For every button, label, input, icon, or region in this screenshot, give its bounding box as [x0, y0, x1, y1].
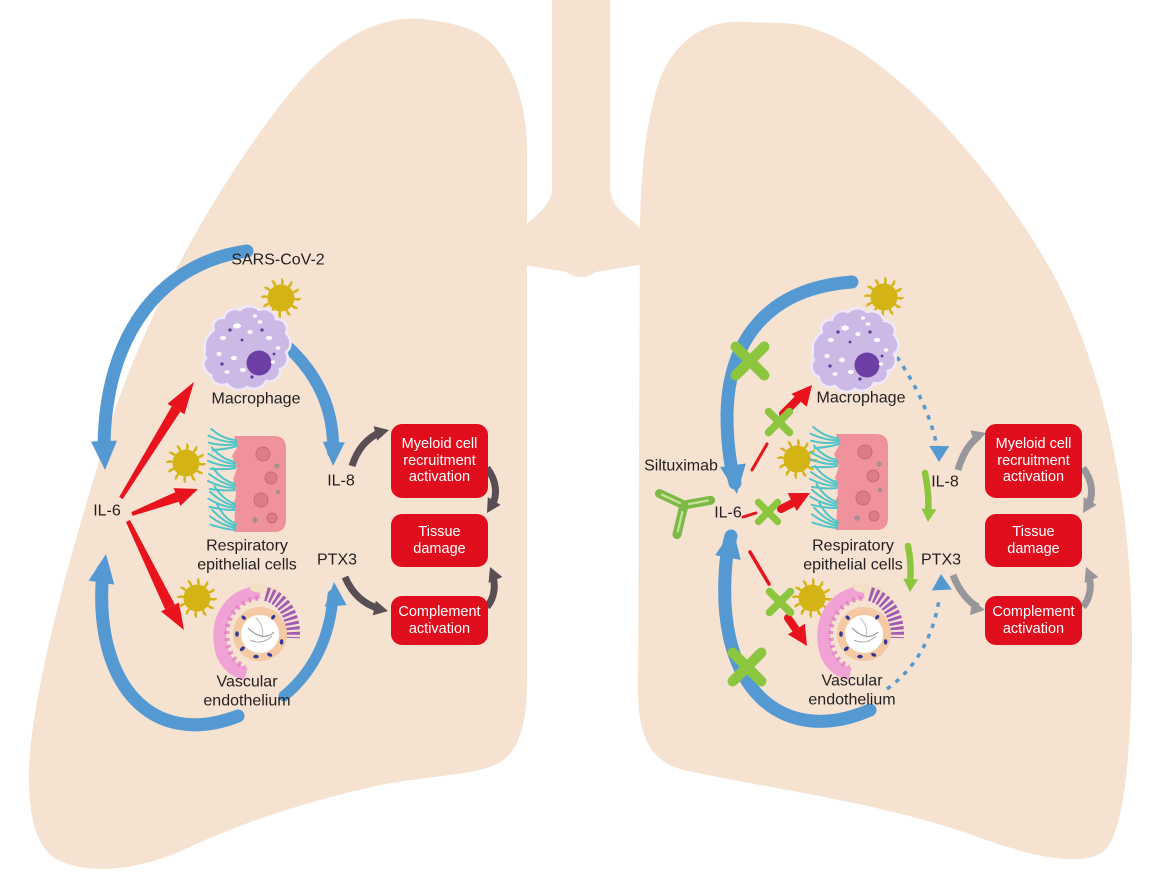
macrophage-icon-right	[810, 307, 900, 394]
tissue-damage-box-right: Tissue damage	[985, 514, 1082, 567]
respiratory-label-left: Respiratory epithelial cells	[197, 537, 297, 573]
siltuximab-label: Siltuximab	[644, 457, 718, 475]
left-gray-outcome-arrows	[341, 426, 503, 616]
respiratory-label-right: Respiratory epithelial cells	[803, 537, 903, 573]
vascular-label-right: Vascular endothelium	[808, 672, 896, 708]
il6-label-right: IL-6	[714, 504, 742, 522]
ptx3-label-left: PTX3	[316, 551, 358, 569]
complement-activation-box-right: Complement activation	[985, 596, 1082, 645]
right-dashed-blue-arrows	[885, 356, 952, 691]
il6-label-left: IL-6	[93, 502, 121, 520]
il8-label-left: IL-8	[327, 472, 355, 490]
sars-cov2-label: SARS-CoV-2	[231, 251, 325, 269]
complement-activation-box-left: Complement activation	[391, 596, 488, 645]
vascular-label-left: Vascular endothelium	[203, 673, 291, 709]
left-red-il6-arrows	[119, 382, 198, 630]
macrophage-label-right: Macrophage	[816, 389, 906, 407]
right-blue-cycle-arrows	[715, 275, 877, 728]
left-blue-cycle-arrows	[88, 244, 347, 732]
ptx3-label-right: PTX3	[920, 551, 962, 569]
right-gray-outcome-arrows	[949, 430, 1099, 615]
myeloid-recruitment-box-right: Myeloid cell recruitment activation	[985, 424, 1082, 498]
myeloid-recruitment-box-left: Myeloid cell recruitment activation	[391, 424, 488, 498]
right-red-blocked-arrows	[741, 385, 812, 646]
il8-label-right: IL-8	[931, 473, 959, 491]
right-green-decrease-arrows	[903, 469, 937, 592]
trachea-shape	[494, 0, 668, 278]
tissue-damage-box-left: Tissue damage	[391, 514, 488, 567]
siltuximab-antibody-icon	[655, 489, 716, 539]
macrophage-icon-left	[202, 305, 292, 392]
macrophage-label-left: Macrophage	[211, 390, 301, 408]
